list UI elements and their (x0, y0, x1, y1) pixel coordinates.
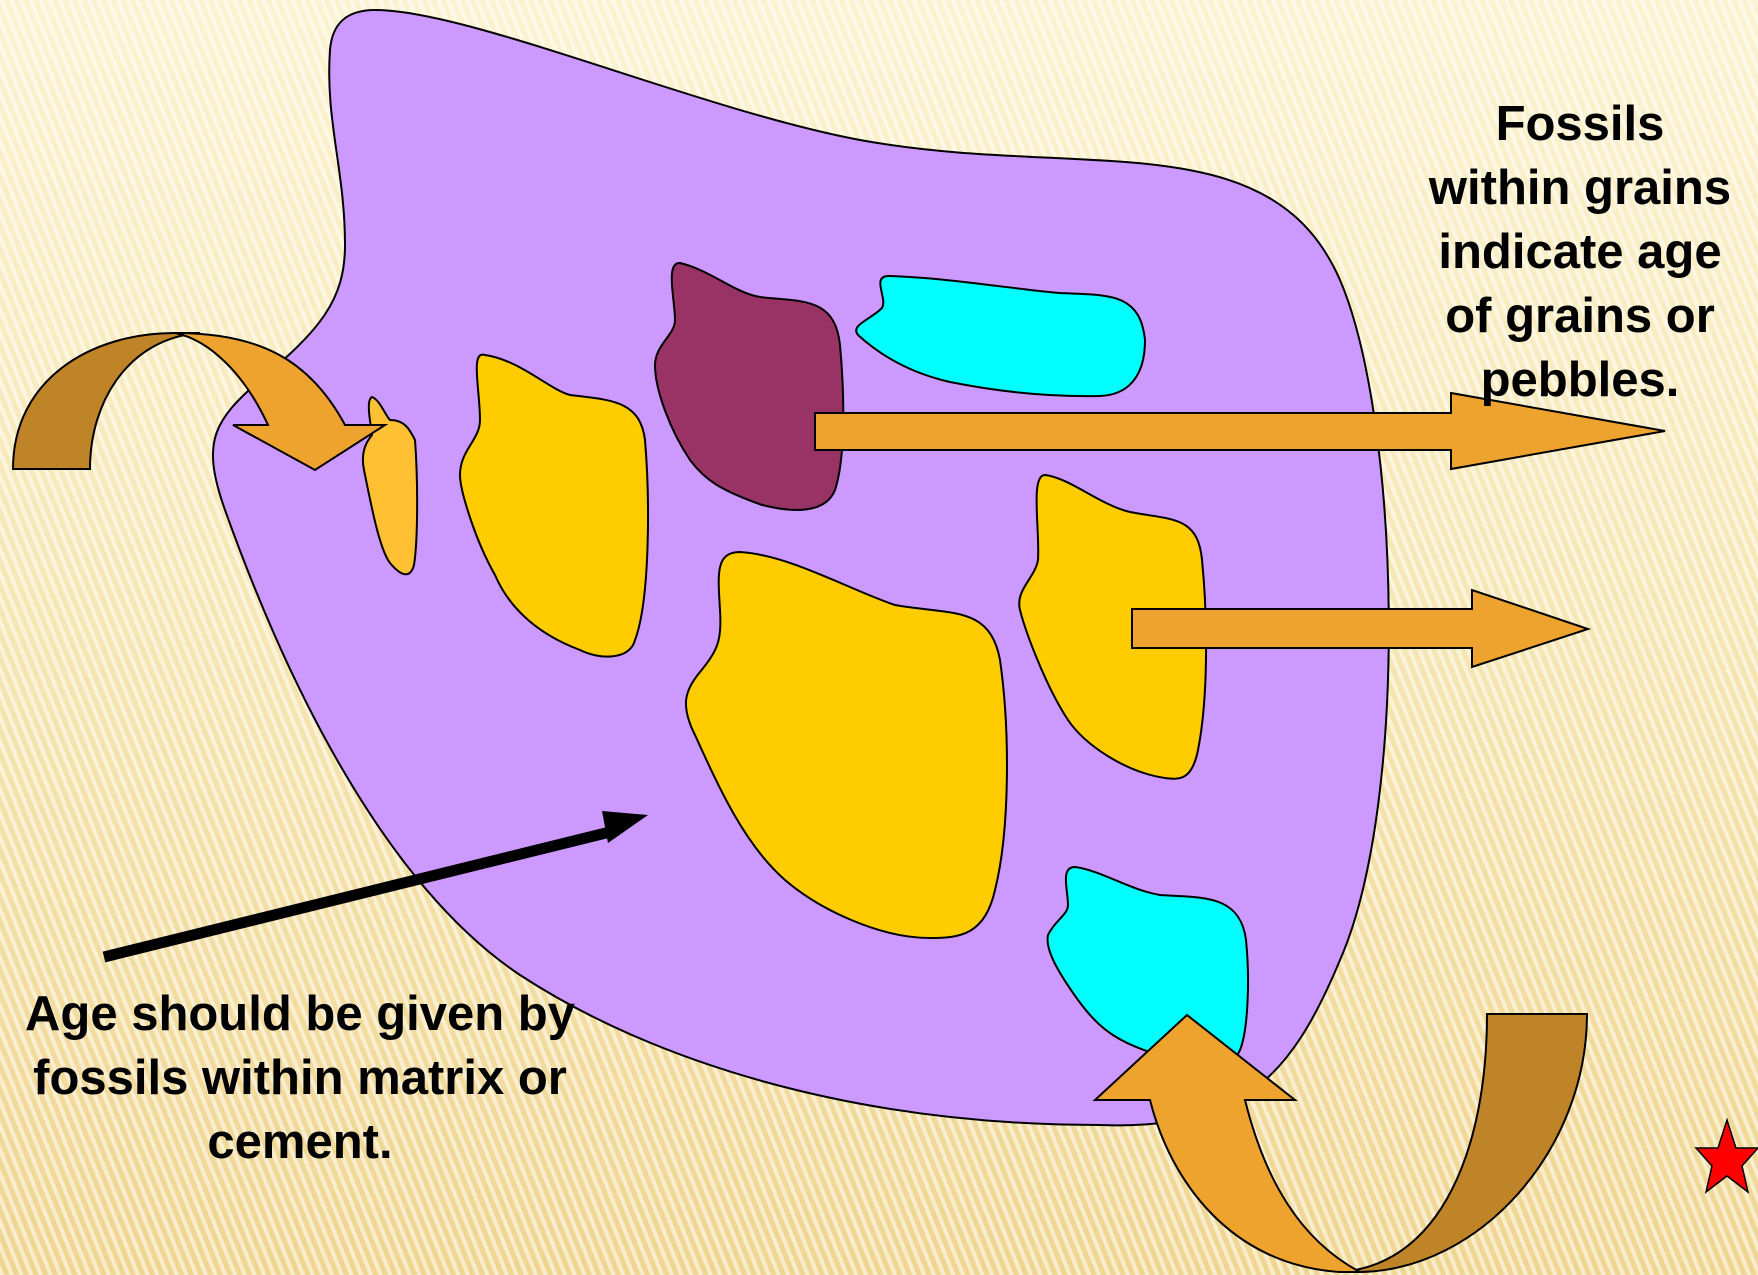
caption-line: cement. (0, 1110, 600, 1174)
caption-age-matrix: Age should be given by fossils within ma… (0, 982, 600, 1174)
caption-line: pebbles. (1400, 348, 1758, 412)
caption-line: within grains (1400, 156, 1758, 220)
caption-line: fossils within matrix or (0, 1046, 600, 1110)
star-icon (1696, 1120, 1758, 1192)
caption-line: indicate age (1400, 220, 1758, 284)
caption-line: Fossils (1400, 92, 1758, 156)
caption-line: of grains or (1400, 284, 1758, 348)
caption-fossils-within-grains: Fossils within grains indicate age of gr… (1400, 92, 1758, 412)
curved-arrow-icon (1095, 1014, 1587, 1272)
caption-line: Age should be given by (0, 982, 600, 1046)
